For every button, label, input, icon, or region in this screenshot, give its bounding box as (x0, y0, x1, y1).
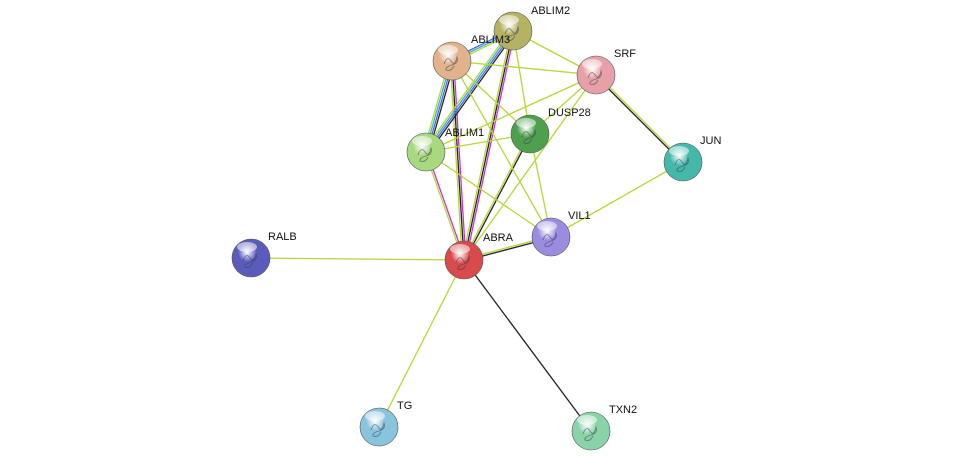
edge-line-textmining (425, 151, 552, 238)
protein-structure-icon (417, 146, 432, 162)
protein-structure-icon (582, 425, 597, 441)
edge-line-coexpression (427, 32, 516, 154)
protein-structure-icon (443, 55, 458, 71)
edge-line-textmining (449, 61, 463, 261)
node-label-abra: ABRA (483, 232, 514, 244)
node-label-srf: SRF (614, 48, 636, 60)
protein-structure-icon (587, 69, 602, 85)
node-dusp28[interactable]: DUSP28 (510, 107, 591, 154)
edge-line-textmining (451, 60, 552, 238)
edge-ablim3-srf[interactable] (451, 60, 597, 76)
edge-line-coexpression (451, 60, 465, 261)
edge-line-textmining (250, 257, 465, 261)
node-label-vil1: VIL1 (568, 210, 591, 222)
edge-abra-srf[interactable] (463, 74, 597, 261)
edge-line-coexpression (463, 30, 514, 261)
edge-line-textmining (550, 161, 684, 238)
edge-line-textmining (425, 74, 597, 153)
node-ralb[interactable]: RALB (231, 231, 297, 278)
edge-vil1-jun[interactable] (550, 161, 684, 238)
edge-ablim1-vil1[interactable] (425, 151, 552, 238)
edges-layer (250, 28, 685, 432)
node-srf[interactable]: SRF (576, 48, 636, 95)
protein-structure-icon (455, 254, 470, 270)
node-highlight (365, 411, 385, 421)
edge-abra-ablim3[interactable] (449, 60, 467, 261)
edge-line-textmining (596, 73, 685, 162)
protein-structure-icon (674, 156, 689, 172)
node-label-tg: TG (397, 400, 412, 412)
edge-abra-txn2[interactable] (463, 259, 592, 432)
node-txn2[interactable]: TXN2 (571, 404, 637, 451)
node-highlight (237, 242, 257, 252)
edge-abra-tg[interactable] (378, 259, 465, 428)
node-highlight (412, 136, 432, 146)
node-label-ablim2: ABLIM2 (531, 5, 570, 17)
edge-line-experiments (453, 60, 467, 260)
edge-line-textmining (461, 30, 512, 260)
node-highlight (669, 146, 689, 156)
edge-line-textmining (423, 29, 512, 151)
node-highlight (537, 221, 557, 231)
edge-abra-ralb[interactable] (250, 257, 465, 261)
node-highlight (582, 59, 602, 69)
node-highlight (438, 45, 458, 55)
edge-line-coexpression (594, 75, 683, 164)
edge-line-coexpression (464, 134, 532, 261)
edge-abra-dusp28[interactable] (462, 133, 532, 261)
node-highlight (499, 15, 519, 25)
edge-ablim1-srf[interactable] (425, 74, 597, 153)
edge-line-textmining (451, 60, 597, 76)
edge-line-experiments (465, 31, 516, 261)
node-label-ablim1: ABLIM1 (445, 127, 484, 139)
protein-structure-icon (242, 252, 257, 268)
edge-line-textmining (462, 133, 530, 260)
node-label-dusp28: DUSP28 (548, 107, 591, 119)
edge-abra-ablim2[interactable] (461, 30, 516, 261)
node-label-ablim3: ABLIM3 (471, 34, 510, 46)
edge-srf-jun[interactable] (594, 73, 685, 164)
protein-structure-icon (521, 128, 536, 144)
node-label-txn2: TXN2 (609, 404, 637, 416)
node-highlight (577, 415, 597, 425)
node-ablim3[interactable]: ABLIM3 (432, 34, 510, 81)
node-label-ralb: RALB (268, 231, 297, 243)
protein-structure-icon (370, 421, 385, 437)
edge-line-textmining (463, 74, 597, 261)
edge-line-textmining (378, 259, 465, 428)
node-jun[interactable]: JUN (663, 135, 721, 182)
node-ablim2[interactable]: ABLIM2 (493, 5, 570, 51)
edge-ablim3-vil1[interactable] (451, 60, 552, 238)
node-highlight (516, 118, 536, 128)
node-label-jun: JUN (700, 135, 721, 147)
protein-structure-icon (542, 231, 557, 247)
node-highlight (450, 244, 470, 254)
node-tg[interactable]: TG (359, 400, 412, 447)
node-vil1[interactable]: VIL1 (531, 210, 591, 257)
node-abra[interactable]: ABRA (444, 232, 514, 280)
edge-line-homology (426, 31, 515, 153)
node-ablim1[interactable]: ABLIM1 (406, 127, 484, 172)
protein-structure-icon (504, 25, 519, 41)
edge-line-coexpression (463, 259, 592, 432)
